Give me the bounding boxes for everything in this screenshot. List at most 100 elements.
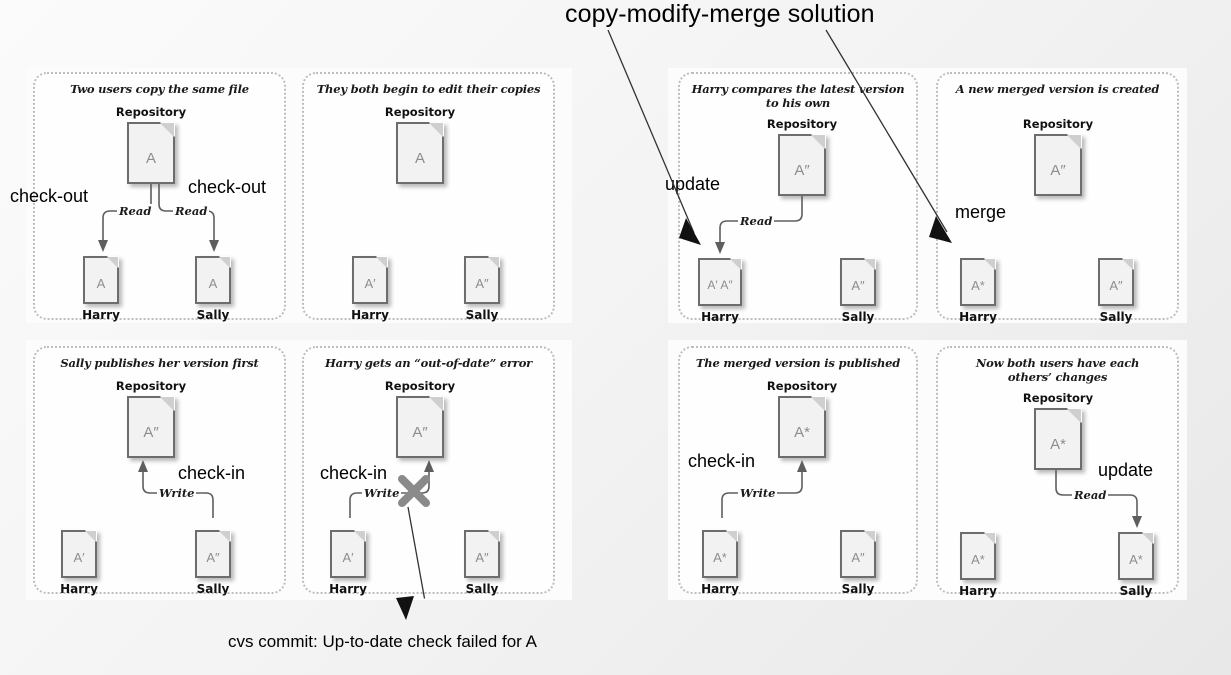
panel-title: They both begin to edit their copies xyxy=(316,82,541,96)
harry-label: Harry xyxy=(959,310,997,324)
flow-label-write: Write xyxy=(738,486,778,500)
repository-document: Repository A″ xyxy=(385,379,455,458)
panel-title-line2: others’ changes xyxy=(1007,370,1108,384)
harry-document: A′ Harry xyxy=(60,530,98,596)
repository-label: Repository xyxy=(115,105,187,119)
blocked-x-icon xyxy=(398,475,430,507)
repository-document: Repository A″ xyxy=(1023,117,1093,196)
page-fold-shade-icon xyxy=(811,397,825,411)
harry-document: A* Harry xyxy=(959,532,997,598)
panel-harry-compares: Harry compares the latest version to his… xyxy=(678,72,918,324)
page-fold-shade-icon xyxy=(864,259,875,270)
panel-title: Harry gets an “out-of-date” error xyxy=(324,356,533,370)
page-fold-shade-icon xyxy=(984,259,995,270)
panel-both-have-changes: Now both users have each others’ changes… xyxy=(936,346,1179,598)
panel-merged-published: The merged version is published Reposito… xyxy=(678,346,918,596)
panel-title: The merged version is published xyxy=(695,356,901,370)
flow-label-read-harry: Read xyxy=(117,204,154,218)
flow-label-write: Write xyxy=(157,486,197,500)
doc-glyph: A* xyxy=(713,550,727,565)
sally-document: A″ Sally xyxy=(1098,258,1134,324)
panel-title: A new merged version is created xyxy=(955,82,1160,96)
harry-document: A* Harry xyxy=(701,530,739,596)
page-fold-shade-icon xyxy=(1142,533,1153,544)
doc-glyph: A″ xyxy=(851,550,865,565)
sally-label: Sally xyxy=(841,310,875,324)
sally-document: A″ Sally xyxy=(464,530,500,596)
page-fold-shade-icon xyxy=(726,531,737,542)
repository-label: Repository xyxy=(384,105,456,119)
error-caption: cvs commit: Up-to-date check failed for … xyxy=(228,632,537,651)
page-fold-shade-icon xyxy=(376,257,387,268)
sally-document: A* Sally xyxy=(1118,532,1154,598)
doc-glyph: A xyxy=(96,276,106,291)
page-fold-shade-icon xyxy=(160,123,174,137)
doc-glyph: A* xyxy=(971,278,985,293)
sally-document: A Sally xyxy=(195,256,231,322)
page-fold-shade-icon xyxy=(1067,409,1081,423)
harry-document: A* Harry xyxy=(959,258,997,324)
page-fold-shade-icon xyxy=(107,257,118,268)
callout-update-top: update xyxy=(665,174,721,194)
harry-document: A′ Harry xyxy=(351,256,389,322)
panel-title-line1: Now both users have each xyxy=(975,356,1140,370)
harry-label: Harry xyxy=(701,582,739,596)
repository-document: Repository A″ xyxy=(767,117,837,196)
page-fold-shade-icon xyxy=(219,531,230,542)
doc-glyph: A* xyxy=(1129,552,1143,567)
callout-check-out-right: check-out xyxy=(188,177,267,197)
harry-label: Harry xyxy=(329,582,367,596)
page-fold-shade-icon xyxy=(354,531,365,542)
doc-glyph: A″ xyxy=(1050,162,1066,179)
panel-new-merged: A new merged version is created Reposito… xyxy=(936,72,1179,324)
page-fold-shade-icon xyxy=(1067,135,1081,149)
page-fold-shade-icon xyxy=(488,531,499,542)
harry-document: A′ A″ Harry xyxy=(698,258,742,324)
doc-glyph: A″ xyxy=(143,424,159,441)
repository-label: Repository xyxy=(1022,391,1094,405)
doc-glyph: A″ xyxy=(412,424,428,441)
page-fold-shade-icon xyxy=(85,531,96,542)
harry-label: Harry xyxy=(959,584,997,598)
doc-glyph: A* xyxy=(971,552,985,567)
repository-label: Repository xyxy=(766,379,838,393)
repository-document: Repository A* xyxy=(1023,391,1093,470)
doc-glyph: A′ xyxy=(73,550,85,565)
doc-glyph: A″ xyxy=(475,550,489,565)
harry-label: Harry xyxy=(60,582,98,596)
page-title: copy-modify-merge solution xyxy=(565,0,875,28)
flow-label-read: Read xyxy=(1072,488,1109,502)
doc-glyph: A′ xyxy=(364,276,376,291)
page-fold-shade-icon xyxy=(811,135,825,149)
harry-label: Harry xyxy=(701,310,739,324)
flow-label-write: Write xyxy=(362,486,402,500)
harry-label: Harry xyxy=(82,308,120,322)
sally-label: Sally xyxy=(465,582,499,596)
sally-label: Sally xyxy=(196,582,230,596)
doc-glyph: A″ xyxy=(206,550,220,565)
panel-sally-publishes: Sally publishes her version first Reposi… xyxy=(33,346,286,596)
sally-document: A″ Sally xyxy=(840,258,876,324)
panel-title: Sally publishes her version first xyxy=(60,356,259,370)
callout-merge: merge xyxy=(955,202,1007,222)
page-fold-shade-icon xyxy=(219,257,230,268)
sally-label: Sally xyxy=(1119,584,1153,598)
harry-document: A′ Harry xyxy=(329,530,367,596)
repository-document: Repository A* xyxy=(767,379,837,458)
doc-glyph: A″ xyxy=(475,276,489,291)
panel-out-of-date: Harry gets an “out-of-date” error Reposi… xyxy=(302,346,555,596)
doc-glyph: A xyxy=(208,276,218,291)
harry-document: A Harry xyxy=(82,256,120,322)
page-fold-shade-icon xyxy=(984,533,995,544)
sally-document: A″ Sally xyxy=(840,530,876,596)
doc-glyph: A″ xyxy=(1109,278,1123,293)
flow-label-read-sally: Read xyxy=(173,204,210,218)
callout-check-in-sally: check-in xyxy=(178,463,246,483)
page-fold-shade-icon xyxy=(488,257,499,268)
flow-label-read: Read xyxy=(738,214,775,228)
doc-glyph: A″ xyxy=(794,162,810,179)
doc-glyph: A* xyxy=(1050,436,1066,453)
callout-update-bottom: update xyxy=(1098,460,1154,480)
doc-glyph: A′ xyxy=(342,550,354,565)
